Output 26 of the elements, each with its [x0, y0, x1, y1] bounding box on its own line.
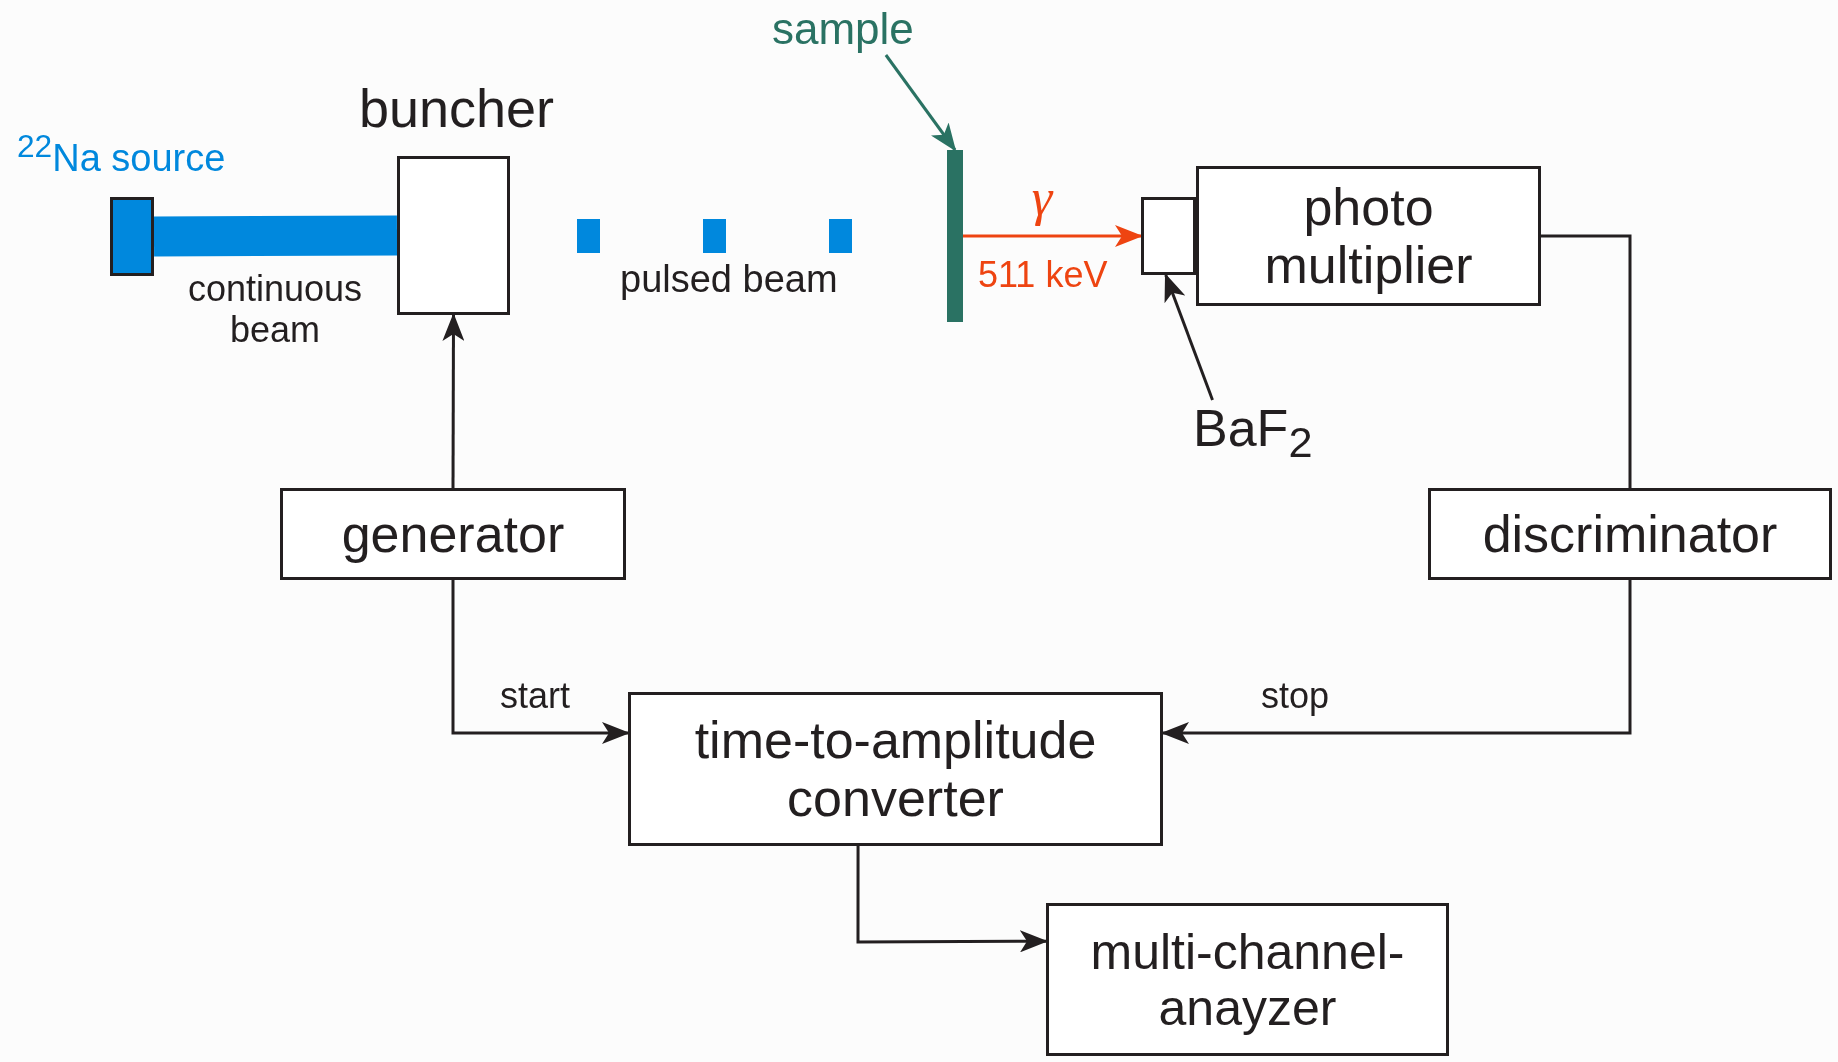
annotation-text: 511 keV — [978, 254, 1108, 296]
arrow — [1161, 580, 1632, 744]
arrow — [451, 580, 630, 744]
process-box — [1428, 488, 1832, 580]
process-box — [280, 488, 626, 580]
beam-line — [153, 215, 398, 257]
node-heading: $^{22}$Na source — [17, 128, 227, 180]
arrow — [442, 313, 465, 488]
crystal-box — [1141, 197, 1196, 275]
annotation-text: pulsed beam — [620, 258, 838, 301]
box-label: time-to-amplitude converter — [693, 710, 1098, 828]
box-label: multi-channel- anayzer — [1089, 923, 1406, 1036]
arrow — [884, 54, 957, 152]
node-heading: buncher — [357, 77, 556, 139]
process-box — [1196, 166, 1541, 306]
process-box — [1046, 903, 1449, 1056]
arrow — [963, 225, 1143, 247]
sample-plate — [947, 150, 963, 322]
box-label: generator — [340, 504, 566, 564]
callout-label: BaF$_{2}$ — [1193, 400, 1313, 468]
arrow — [1164, 273, 1214, 401]
arrow — [856, 846, 1048, 953]
callout-label: sample — [772, 5, 914, 54]
process-box — [628, 692, 1163, 846]
box-label: discriminator — [1481, 504, 1779, 564]
box-label: photo multiplier — [1263, 177, 1474, 295]
